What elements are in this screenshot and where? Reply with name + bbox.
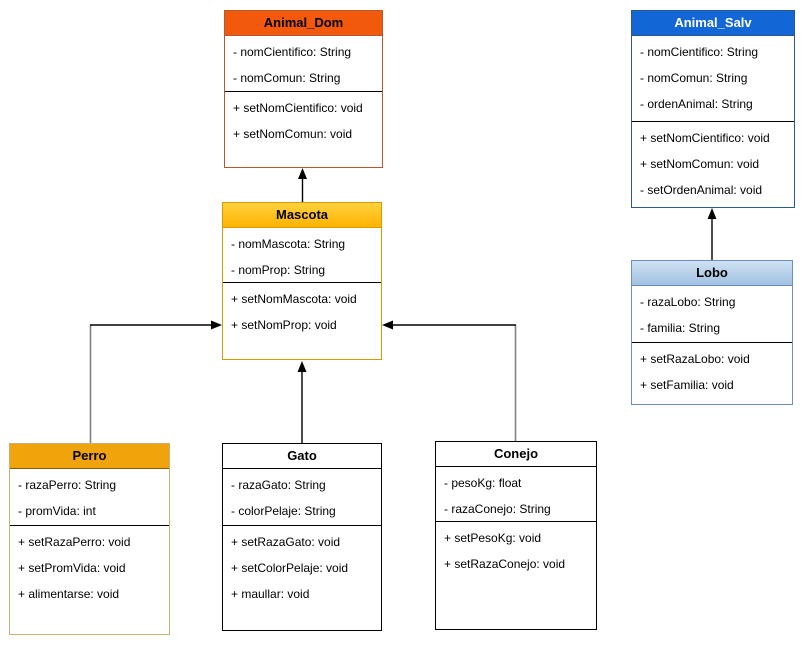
method: + setColorPelaje: void (231, 561, 349, 575)
arrow-conejo-to-mascota[interactable] (382, 320, 517, 442)
method: + setPesoKg: void (444, 531, 542, 545)
methods-compartment: + setRazaLobo: void + setFamilia: void (632, 343, 792, 404)
attributes-compartment: - pesoKg: float - razaConejo: String (436, 467, 596, 522)
method: + setRazaPerro: void (18, 535, 131, 549)
attribute: - colorPelaje: String (231, 504, 336, 518)
arrowhead-right (211, 320, 222, 330)
attribute: - razaConejo: String (444, 502, 551, 516)
methods-compartment: + setNomCientifico: void + setNomComun: … (225, 92, 382, 167)
class-box-mascota[interactable]: Mascota - nomMascota: String - nomProp: … (222, 202, 382, 360)
arrowhead-up (297, 361, 307, 372)
attribute: - pesoKg: float (444, 476, 522, 490)
class-title: Mascota (223, 203, 381, 228)
attribute: - nomProp: String (231, 263, 326, 277)
attribute: - promVida: int (18, 504, 96, 518)
arrow-gato-to-mascota[interactable] (297, 361, 307, 443)
method: + maullar: void (231, 587, 310, 601)
attribute: - nomCientifico: String (233, 45, 352, 59)
method: + setRazaLobo: void (640, 352, 750, 366)
attribute: - ordenAnimal: String (640, 97, 753, 111)
arrow-perro-to-mascota[interactable] (89, 320, 222, 444)
method: + setNomComun: void (233, 127, 353, 141)
attributes-compartment: - nomCientifico: String - nomComun: Stri… (225, 36, 382, 92)
method: + alimentarse: void (18, 587, 120, 601)
method: + setNomCientifico: void (640, 131, 770, 145)
attribute: - razaLobo: String (640, 295, 736, 309)
arrow-mascota-to-animal-dom[interactable] (298, 168, 307, 202)
arrowhead-up (707, 208, 717, 219)
attribute: - nomMascota: String (231, 237, 346, 251)
class-title: Animal_Salv (632, 11, 794, 36)
attributes-compartment: - nomMascota: String - nomProp: String (223, 228, 381, 283)
attributes-compartment: - razaPerro: String - promVida: int (10, 469, 169, 526)
attributes-compartment: - nomCientifico: String - nomComun: Stri… (632, 36, 794, 122)
class-title: Conejo (436, 442, 596, 467)
class-title: Gato (223, 444, 381, 469)
class-title: Perro (10, 444, 169, 469)
method: + setFamilia: void (640, 378, 734, 392)
attribute: - razaPerro: String (18, 478, 117, 492)
method: + setRazaConejo: void (444, 557, 566, 571)
methods-compartment: + setRazaGato: void + setColorPelaje: vo… (223, 526, 381, 630)
class-box-animal-salv[interactable]: Animal_Salv - nomCientifico: String - no… (631, 10, 795, 208)
attribute: - razaGato: String (231, 478, 326, 492)
method: + setNomMascota: void (231, 292, 357, 306)
methods-compartment: + setNomMascota: void + setNomProp: void (223, 283, 381, 359)
class-box-animal-dom[interactable]: Animal_Dom - nomCientifico: String - nom… (224, 10, 383, 168)
arrow-lobo-to-animal-salv[interactable] (707, 208, 717, 260)
class-title: Lobo (632, 261, 792, 286)
method: + setNomComun: void (640, 157, 760, 171)
method: + setNomCientifico: void (233, 101, 363, 115)
class-title: Animal_Dom (225, 11, 382, 36)
method: + setNomProp: void (231, 318, 337, 332)
attribute: - nomCientifico: String (640, 45, 759, 59)
attributes-compartment: - razaGato: String - colorPelaje: String (223, 469, 381, 526)
methods-compartment: + setRazaPerro: void + setPromVida: void… (10, 526, 169, 634)
methods-compartment: + setPesoKg: void + setRazaConejo: void (436, 522, 596, 629)
arrowhead-left (382, 320, 393, 330)
class-box-lobo[interactable]: Lobo - razaLobo: String - familia: Strin… (631, 260, 793, 405)
method: + setRazaGato: void (231, 535, 341, 549)
methods-compartment: + setNomCientifico: void + setNomComun: … (632, 122, 794, 207)
attribute: - nomComun: String (233, 71, 341, 85)
attribute: - familia: String (640, 321, 721, 335)
method: - setOrdenAnimal: void (640, 183, 763, 197)
attribute: - nomComun: String (640, 71, 748, 85)
method: + setPromVida: void (18, 561, 126, 575)
attributes-compartment: - razaLobo: String - familia: String (632, 286, 792, 343)
class-box-gato[interactable]: Gato - razaGato: String - colorPelaje: S… (222, 443, 382, 631)
arrowhead-up (298, 168, 307, 179)
class-box-conejo[interactable]: Conejo - pesoKg: float - razaConejo: Str… (435, 441, 597, 630)
class-box-perro[interactable]: Perro - razaPerro: String - promVida: in… (9, 443, 170, 635)
